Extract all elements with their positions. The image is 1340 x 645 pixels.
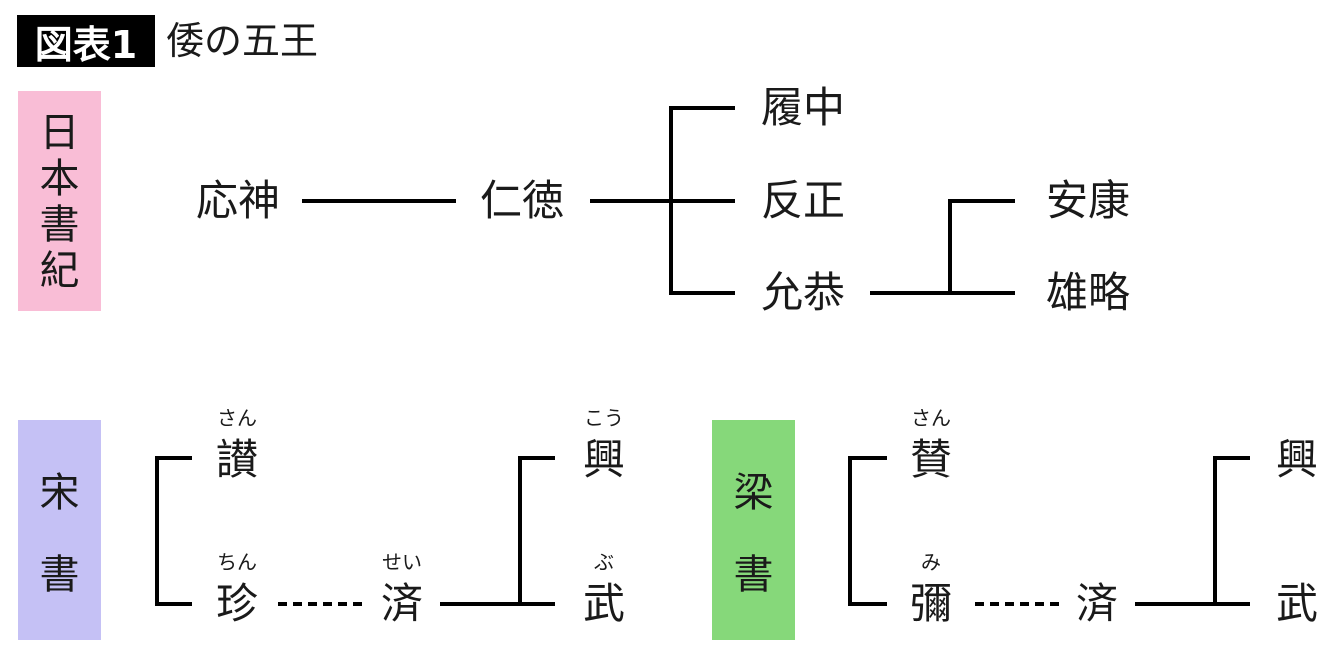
node-ingyo: 允恭 [760,268,846,317]
bracket-liang-ko-bu [1213,456,1250,604]
label-char: 書 [733,552,774,598]
label-char: 本 [39,156,80,202]
node-richu: 履中 [760,83,846,132]
node-chin: 珍 [215,579,259,628]
bracket-song-ko-bu [518,456,555,604]
ruby-ko: こう [584,406,624,430]
songshu-label: 宋 書 [18,420,101,640]
node-san: 讃 [215,435,259,484]
label-char: 書 [39,552,80,598]
ruby-bu: ぶ [594,550,614,574]
node-ojin: 応神 [195,176,281,225]
bracket-nintoku-sons [669,106,735,295]
label-char: 日 [39,110,80,156]
figure-label: 図表1 [17,15,155,67]
bracket-liang-san-mi [848,456,887,606]
node-mi: 彌 [909,579,953,628]
node-sei: 済 [1075,579,1119,628]
node-san: 賛 [909,435,953,484]
label-char: 紀 [39,248,80,294]
label-char: 宋 [39,470,80,516]
node-bu: 武 [582,579,626,628]
node-hanzei: 反正 [760,176,846,225]
node-yuryaku: 雄略 [1045,268,1131,317]
ruby-chin: ちん [217,550,257,574]
node-anko: 安康 [1045,176,1131,225]
label-char: 書 [39,202,80,248]
ruby-mi: み [921,550,941,574]
node-sei: 済 [380,579,424,628]
ruby-san: さん [217,406,257,430]
nihonshoki-label: 日 本 書 紀 [18,91,101,311]
liangshu-label: 梁 書 [712,420,795,640]
bracket-song-san-chin [155,456,192,606]
label-char: 梁 [733,470,774,516]
figure-title: 倭の五王 [166,19,319,63]
bracket-ingyo-sons [948,199,1015,293]
ruby-san: さん [911,406,951,430]
node-ko: 興 [1275,435,1319,484]
node-bu: 武 [1275,579,1319,628]
node-nintoku: 仁徳 [479,176,565,225]
ruby-sei: せい [382,550,422,574]
node-ko: 興 [582,435,626,484]
